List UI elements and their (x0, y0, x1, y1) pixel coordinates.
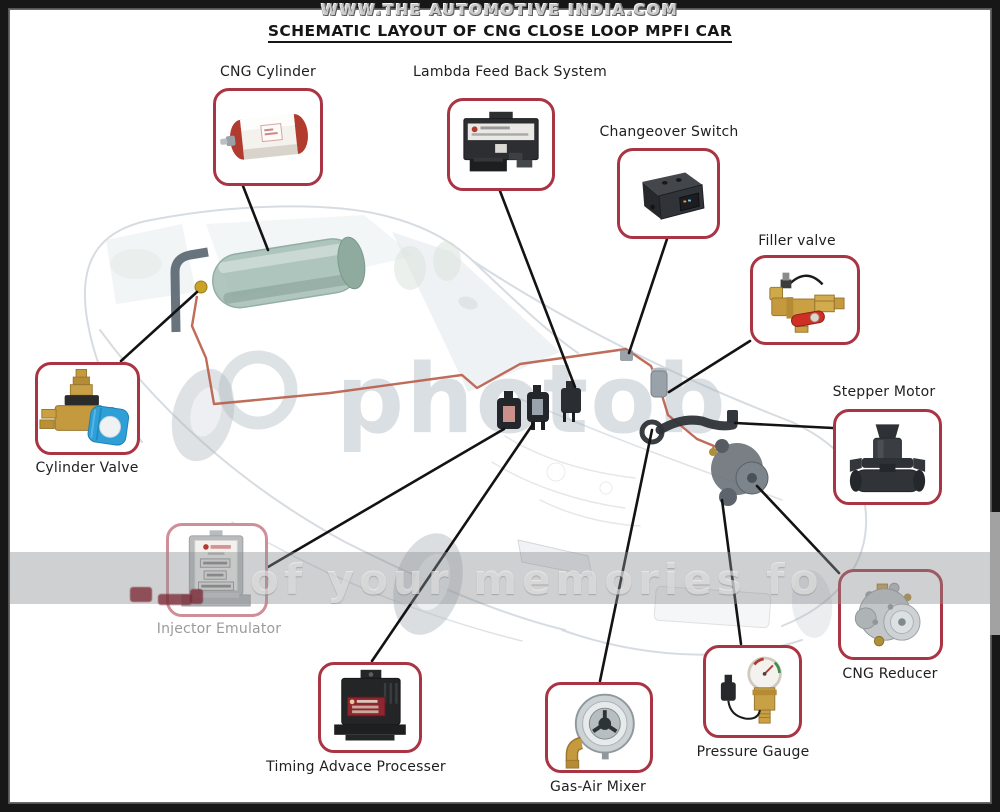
callout-stepper (733, 421, 835, 430)
label-stepper-motor: Stepper Motor (832, 384, 936, 400)
callout-lines (119, 184, 841, 683)
injectors-in-car (497, 381, 581, 430)
stepper-motor-icon (849, 424, 926, 493)
component-box-gas-air-mixer (545, 682, 653, 773)
cylinder-bracket (170, 247, 209, 333)
component-box-cng-reducer (838, 569, 943, 660)
watermark-band: of your memories fo (8, 552, 992, 604)
reducer-icon (854, 582, 921, 647)
callout-timing (370, 422, 535, 663)
watermark-artifact (190, 589, 203, 604)
emulator-box-icon (181, 530, 251, 607)
site-watermark: WWW.THE AUTOMOTIVE INDIA.COM (321, 1, 679, 19)
mixer-icon (565, 693, 635, 769)
side-mirror (458, 296, 478, 310)
switch-box-icon (642, 172, 705, 220)
callout-changeover (627, 237, 669, 355)
callout-filler-valve (667, 339, 752, 394)
center-watermark: photob (218, 345, 726, 455)
brass-filler-valve-icon (769, 272, 845, 333)
headlight (517, 539, 593, 577)
ecu-box-icon (463, 111, 539, 171)
callout-pressure-gauge (720, 498, 743, 646)
watermark-artifact (158, 594, 192, 605)
label-filler-valve: Filler valve (758, 233, 836, 249)
seat (433, 241, 461, 281)
callout-cng-cylinder (241, 184, 270, 252)
cylinder-valve-in-car (194, 280, 208, 294)
cowl-fitting (620, 350, 633, 361)
label-cylinder-valve: Cylinder Valve (35, 460, 139, 476)
cng-cylinder-in-car (170, 236, 366, 333)
callout-mixer (598, 428, 654, 683)
component-box-lambda-feedback (447, 98, 555, 191)
label-changeover-switch: Changeover Switch (599, 124, 739, 140)
border-gray-segment (990, 512, 1000, 635)
page-title: SCHEMATIC LAYOUT OF CNG CLOSE LOOP MPFI … (0, 21, 1000, 43)
intake-hose (655, 415, 738, 435)
label-timing-advance: Timing Advace Processer (266, 759, 446, 775)
component-box-timing-advance (318, 662, 422, 753)
label-pressure-gauge: Pressure Gauge (696, 744, 810, 760)
component-box-changeover-switch (617, 148, 720, 239)
cng-gas-pipe (190, 295, 716, 453)
license-plate (653, 585, 772, 629)
pressure-gauge-icon (720, 656, 782, 724)
callout-cylinder-valve (119, 290, 199, 363)
cng-cylinder-icon (220, 114, 308, 160)
component-box-filler-valve (750, 255, 860, 345)
rear-wheel (171, 368, 235, 462)
component-box-pressure-gauge (703, 645, 802, 738)
processor-box-icon (334, 669, 406, 741)
blue-knob-valve-icon (39, 368, 130, 446)
front-wheel (393, 533, 463, 635)
component-box-cng-cylinder (213, 88, 323, 186)
watermark-logo-ring (218, 350, 298, 430)
watermark-band-text: of your memories fo (250, 555, 824, 604)
label-cng-reducer: CNG Reducer (842, 666, 938, 682)
watermark-artifact (130, 587, 152, 602)
callout-injector-emulator (266, 427, 506, 569)
component-box-injector-emulator (166, 523, 268, 617)
label-lambda-feedback: Lambda Feed Back System (413, 64, 607, 80)
engine-bay-components (497, 350, 769, 506)
label-cng-cylinder: CNG Cylinder (220, 64, 316, 80)
callout-lambda (498, 189, 577, 389)
component-box-stepper-motor (833, 409, 942, 505)
component-box-cylinder-valve (35, 362, 140, 455)
label-injector-emulator: Injector Emulator (156, 621, 282, 637)
seat (394, 246, 426, 290)
callout-reducer (755, 484, 841, 575)
label-gas-air-mixer: Gas-Air Mixer (550, 779, 646, 795)
